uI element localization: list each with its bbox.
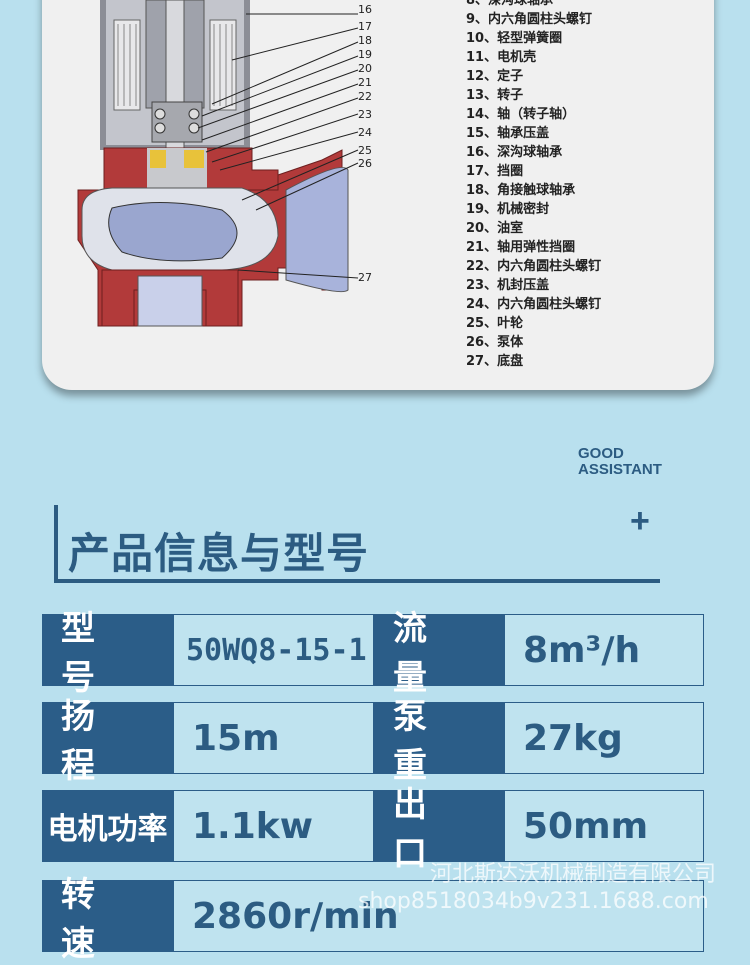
watermark-company: 河北斯达沃机械制造有限公司 bbox=[430, 862, 717, 887]
callout-lines bbox=[197, 13, 359, 279]
list-item: 15、轴承压盖 bbox=[466, 126, 550, 141]
callout-number: 25 bbox=[358, 144, 372, 157]
callout-number: 23 bbox=[358, 108, 372, 121]
base-plate bbox=[101, 269, 239, 327]
spec-row: 型 号 50WQ8-15-1.1 流 量 8m³/h bbox=[42, 609, 704, 698]
spec-label: 转 速 bbox=[42, 875, 173, 964]
list-item: 19、机械密封 bbox=[466, 202, 550, 217]
callout-number: 27 bbox=[358, 271, 372, 284]
callout-number: 17 bbox=[358, 20, 372, 33]
list-item: 12、定子 bbox=[466, 69, 524, 84]
parts-list: 8、深沟球轴承 9、内六角圆柱头螺钉 10、轻型弹簧圈 11、电机壳 12、定子… bbox=[466, 0, 706, 371]
list-item: 9、内六角圆柱头螺钉 bbox=[466, 12, 593, 27]
brand-line: ASSISTANT bbox=[578, 461, 662, 478]
list-item: 23、机封压盖 bbox=[466, 278, 550, 293]
list-item: 18、角接触球轴承 bbox=[466, 183, 576, 198]
callout-number: 16 bbox=[358, 3, 372, 16]
callout-number: 26 bbox=[358, 157, 372, 170]
spec-value: 50WQ8-15-1.1 bbox=[173, 614, 374, 686]
impeller bbox=[108, 201, 238, 262]
callout-number: 19 bbox=[358, 48, 372, 61]
list-item: 22、内六角圆柱头螺钉 bbox=[466, 259, 602, 274]
spec-value: 1.1kw bbox=[173, 790, 374, 862]
spec-value: 27kg bbox=[504, 702, 704, 774]
list-item: 20、油室 bbox=[466, 221, 524, 236]
section-title: 产品信息与型号 bbox=[68, 529, 370, 578]
spec-row: 电机功率 1.1kw 出 口 50mm bbox=[42, 785, 704, 874]
list-item: 10、轻型弹簧圈 bbox=[466, 31, 563, 46]
outlet-flange bbox=[285, 167, 349, 293]
list-item: 11、电机壳 bbox=[466, 50, 537, 65]
spec-value: 50mm bbox=[504, 790, 704, 862]
watermark-shop: shop8518034b9v231.1688.com bbox=[358, 889, 709, 914]
spec-label: 泵 重 bbox=[374, 697, 504, 786]
callout-number: 20 bbox=[358, 62, 372, 75]
pump-cross-section-diagram: 16 17 18 19 20 21 22 23 24 25 26 27 bbox=[77, 0, 372, 327]
list-item: 17、挡圈 bbox=[466, 164, 524, 179]
section-underline bbox=[54, 579, 660, 583]
spec-value: 15m bbox=[173, 702, 374, 774]
list-item: 21、轴用弹性挡圈 bbox=[466, 240, 576, 255]
callout-number: 22 bbox=[358, 90, 372, 103]
spec-label: 扬 程 bbox=[42, 697, 173, 786]
plus-icon: + bbox=[630, 502, 650, 540]
list-item: 24、内六角圆柱头螺钉 bbox=[466, 297, 602, 312]
list-item: 27、底盘 bbox=[466, 354, 524, 369]
spec-label: 型 号 bbox=[42, 609, 173, 698]
list-item: 13、转子 bbox=[466, 88, 524, 103]
spec-value: 8m³/h bbox=[504, 614, 704, 686]
spec-row: 扬 程 15m 泵 重 27kg bbox=[42, 697, 704, 786]
pump-diagram-card: 16 17 18 19 20 21 22 23 24 25 26 27 8、深沟… bbox=[42, 0, 714, 390]
callout-number: 21 bbox=[358, 76, 372, 89]
callout-number: 18 bbox=[358, 34, 372, 47]
list-item: 26、泵体 bbox=[466, 335, 524, 350]
list-item: 16、深沟球轴承 bbox=[466, 145, 563, 160]
callout-number: 24 bbox=[358, 126, 372, 139]
spec-label: 流 量 bbox=[374, 609, 504, 698]
list-item: 8、深沟球轴承 bbox=[466, 0, 554, 8]
spec-label: 出 口 bbox=[374, 785, 504, 874]
brand-text: GOOD ASSISTANT bbox=[578, 446, 662, 478]
stator-winding bbox=[113, 19, 237, 111]
spec-label: 电机功率 bbox=[42, 790, 173, 862]
section-left-bar bbox=[54, 505, 58, 583]
list-item: 14、轴（转子轴） bbox=[466, 107, 576, 122]
list-item: 25、叶轮 bbox=[466, 316, 524, 331]
brand-line: GOOD bbox=[578, 445, 624, 462]
